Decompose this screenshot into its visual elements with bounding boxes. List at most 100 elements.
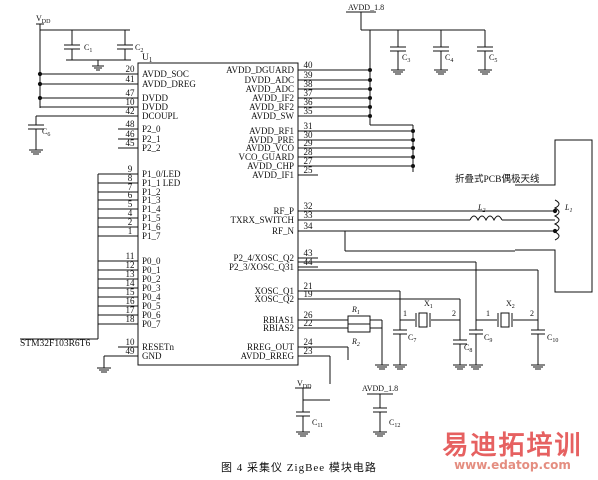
pin-number: 17 xyxy=(126,305,136,315)
pin-name: GND xyxy=(142,351,162,361)
pin-number: 34 xyxy=(304,221,314,231)
pin-name: AVDD_ADC xyxy=(246,84,294,94)
svg-text:C10: C10 xyxy=(547,333,558,344)
pin-name: AVDD_RF1 xyxy=(249,126,294,136)
pin-name: P0_3 xyxy=(142,283,161,293)
svg-text:L1: L1 xyxy=(564,203,572,214)
pin-number: 49 xyxy=(126,346,136,356)
pin-number: 4 xyxy=(128,208,133,218)
pin-name: VCO_GUARD xyxy=(238,152,294,162)
pin-name: P0_7 xyxy=(142,319,161,329)
pin-name: AVDD_IF1 xyxy=(252,170,294,180)
svg-text:C7: C7 xyxy=(408,333,416,344)
pin-number: 27 xyxy=(304,156,314,166)
svg-text:C2: C2 xyxy=(135,43,143,54)
pin-number: 15 xyxy=(126,287,136,297)
pin-number: 24 xyxy=(304,337,314,347)
pin-name: P1_4 xyxy=(142,204,161,214)
pin-name: XOSC_Q1 xyxy=(254,286,294,296)
pin-name: AVDD_RF2 xyxy=(249,102,294,112)
pin-number: 2 xyxy=(128,217,133,227)
pin-name: RF_N xyxy=(272,226,295,236)
pin-number: 8 xyxy=(128,173,133,183)
pin-name: AVDD_SOC xyxy=(142,69,189,79)
svg-text:R1: R1 xyxy=(351,305,360,316)
chip-body xyxy=(137,62,299,366)
chip-ref: U1 xyxy=(142,53,153,64)
pin-name: P1_5 xyxy=(142,213,161,223)
pin-number: 26 xyxy=(304,310,314,320)
pin-number: 41 xyxy=(126,74,135,84)
pin-name: P0_5 xyxy=(142,301,161,311)
mcu-part-number: STM32F103R6T6 xyxy=(20,339,90,349)
pin-number: 37 xyxy=(304,88,314,98)
svg-text:C5: C5 xyxy=(489,53,497,64)
pin-name: P2_4/XOSC_Q2 xyxy=(233,253,294,263)
pin-name: P0_4 xyxy=(142,292,161,302)
svg-text:2: 2 xyxy=(530,309,534,318)
pin-number: 5 xyxy=(128,199,133,209)
pin-name: RREG_OUT xyxy=(247,342,295,352)
pin-name: P2_0 xyxy=(142,124,161,134)
chip-ground xyxy=(97,355,138,373)
pin-name: DCOUPL xyxy=(142,111,178,121)
pin-number: 16 xyxy=(126,296,136,306)
pin-name: P1_7 xyxy=(142,231,161,241)
svg-text:1: 1 xyxy=(403,309,407,318)
pin-name: AVDD_SW xyxy=(251,111,294,121)
pin-name: RESETn xyxy=(142,342,175,352)
pin-name: AVDD_DGUARD xyxy=(226,65,294,75)
svg-text:C4: C4 xyxy=(445,53,453,64)
svg-text:X1: X1 xyxy=(424,299,433,310)
svg-text:C8: C8 xyxy=(464,343,472,354)
vdd-rail: VDD C1 C2 C6 xyxy=(28,14,143,155)
pin-name: P0_0 xyxy=(142,256,161,266)
pin-name: P1_6 xyxy=(142,222,161,232)
svg-text:AVDD_1.8: AVDD_1.8 xyxy=(348,3,384,12)
pin-name: AVDD_CHP xyxy=(247,161,294,171)
pin-number: 35 xyxy=(304,106,314,116)
pin-number: 11 xyxy=(126,251,135,261)
pin-number: 39 xyxy=(304,70,314,80)
avdd-rail: AVDD_1.8 C3 C4 C5 xyxy=(346,3,497,172)
pin-name: AVDD_IF2 xyxy=(252,93,294,103)
gpio-bus: STM32F103R6T6 xyxy=(20,174,99,349)
pin-name: P1_2 xyxy=(142,187,161,197)
svg-text:C1: C1 xyxy=(84,43,92,54)
figure-caption: 图 4 采集仪 ZigBee 模块电路 xyxy=(221,462,377,474)
svg-text:X2: X2 xyxy=(506,299,515,310)
pin-number: 10 xyxy=(126,97,136,107)
pin-name: P1_3 xyxy=(142,195,161,205)
oscillator-section: X1 1 2 X2 1 2 C7 C8 C9 C10 xyxy=(298,261,558,370)
svg-text:L2: L2 xyxy=(477,203,485,214)
pin-number: 22 xyxy=(304,318,313,328)
svg-text:VDD: VDD xyxy=(36,14,51,25)
pin-number: 38 xyxy=(304,79,314,89)
pin-name: P1_1 LED xyxy=(142,178,181,188)
watermark-text: 易迪拓培训 xyxy=(442,431,583,461)
pin-name: TXRX_SWITCH xyxy=(231,215,295,225)
svg-text:2: 2 xyxy=(452,309,456,318)
pin-name: RF_P xyxy=(273,206,294,216)
pin-name: P2_2 xyxy=(142,143,161,153)
